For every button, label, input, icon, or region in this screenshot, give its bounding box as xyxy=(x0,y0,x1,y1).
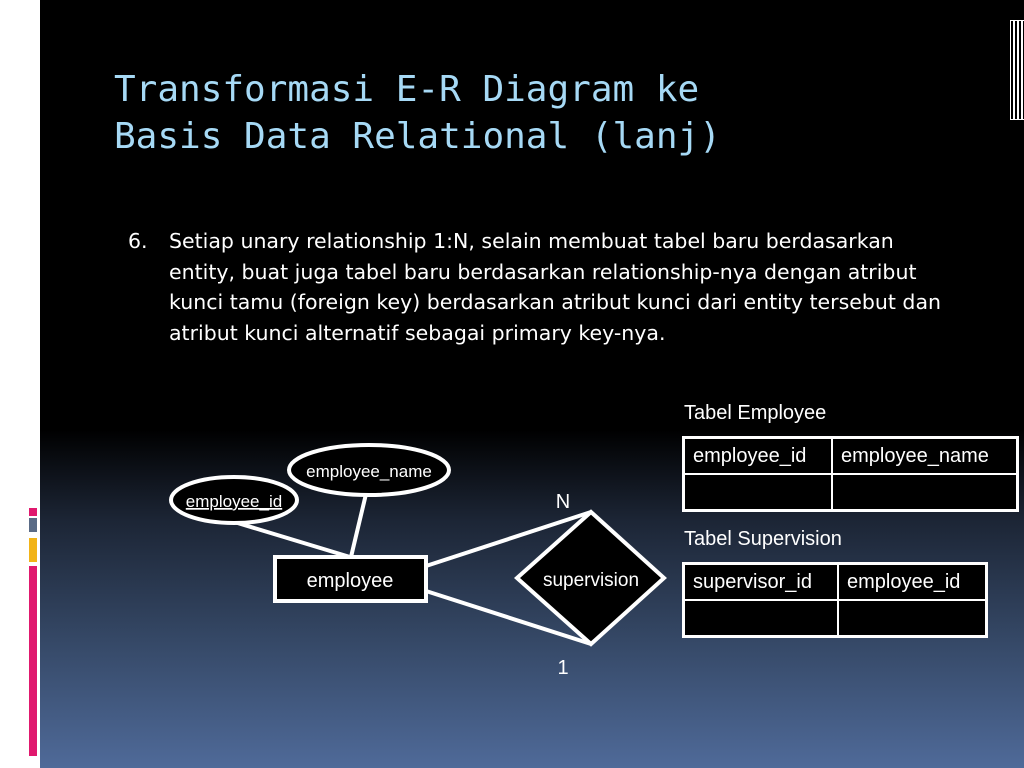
table-row xyxy=(682,473,1019,512)
table-supervision-caption: Tabel Supervision xyxy=(684,528,842,550)
relationship-supervision-diamond xyxy=(513,509,667,647)
table-employee: employee_id employee_name xyxy=(682,436,1019,512)
table-row xyxy=(682,599,988,638)
attribute-employee-name-label: employee_name xyxy=(306,462,432,481)
bullet-item-6: 6. Setiap unary relationship 1:N, selain… xyxy=(128,226,958,348)
entity-employee-label: employee xyxy=(307,570,394,592)
accent-bar-pink-long xyxy=(29,566,37,756)
table-employee-caption: Tabel Employee xyxy=(684,402,827,424)
table-header-cell: employee_name xyxy=(831,436,1019,475)
entity-employee-box xyxy=(273,555,428,603)
cardinality-n-label: N xyxy=(556,491,570,513)
accent-bar-yellow xyxy=(29,538,37,562)
table-cell xyxy=(682,473,833,512)
table-cell xyxy=(837,599,988,638)
connector-employee-name xyxy=(349,493,368,558)
table-header-cell: employee_id xyxy=(837,562,988,601)
attribute-employee-id-ellipse xyxy=(169,475,299,525)
relationship-supervision-label: supervision xyxy=(543,570,639,591)
left-margin-strip xyxy=(0,0,40,768)
accent-bar-pink-small xyxy=(29,508,37,516)
connector-employee-id xyxy=(230,519,351,559)
slide-stripes-icon xyxy=(1010,20,1024,120)
table-header-row: supervisor_id employee_id xyxy=(682,562,988,601)
table-header-cell: supervisor_id xyxy=(682,562,839,601)
bullet-number: 6. xyxy=(128,229,148,253)
table-cell xyxy=(831,473,1019,512)
attribute-employee-name-ellipse xyxy=(287,443,451,497)
table-cell xyxy=(682,599,839,638)
table-header-row: employee_id employee_name xyxy=(682,436,1019,475)
connector-relationship-1 xyxy=(425,589,592,646)
connector-relationship-n xyxy=(425,510,592,568)
slide-title-line-1: Transformasi E-R Diagram ke xyxy=(114,69,700,110)
accent-bar-gray xyxy=(29,518,37,532)
slide-title-line-2: Basis Data Relational (lanj) xyxy=(114,116,721,157)
table-supervision: supervisor_id employee_id xyxy=(682,562,988,638)
attribute-employee-id-label: employee_id xyxy=(186,492,282,511)
cardinality-1-label: 1 xyxy=(557,657,568,679)
slide-background xyxy=(40,0,1024,768)
bullet-text: Setiap unary relationship 1:N, selain me… xyxy=(169,229,942,345)
slide-title: Transformasi E-R Diagram ke Basis Data R… xyxy=(114,66,721,160)
table-header-cell: employee_id xyxy=(682,436,833,475)
